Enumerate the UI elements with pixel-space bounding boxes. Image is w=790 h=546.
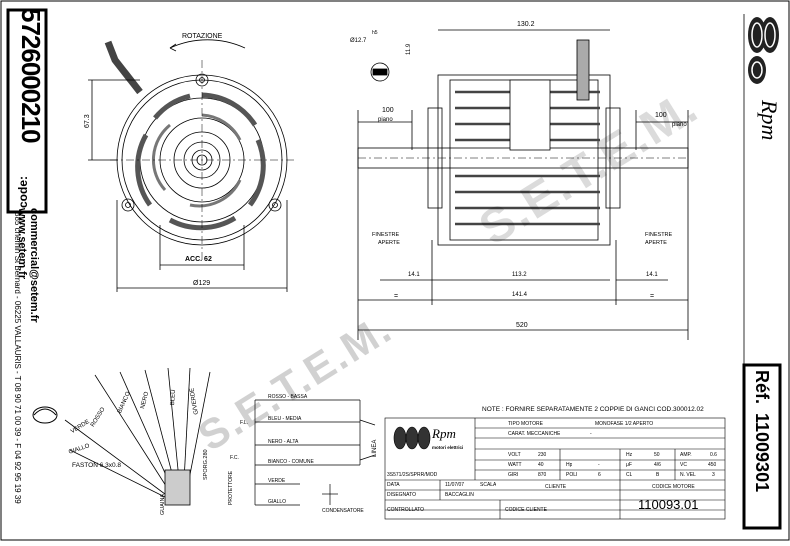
email: commercial@setem.fr xyxy=(28,208,40,323)
tb-brand: Rpm xyxy=(432,426,456,441)
vc-label: VC xyxy=(680,462,687,468)
uf-label: μF xyxy=(626,462,632,468)
rotation-label: ROTAZIONE xyxy=(182,33,223,40)
vel-value: 3 xyxy=(712,472,715,478)
code-label: code: xyxy=(16,175,30,208)
dim-height: 67.3 xyxy=(84,114,91,128)
sheath-label: GUAINA xyxy=(160,493,166,515)
data-value: 11/07/07 xyxy=(445,482,465,488)
uf-value: 4/6 xyxy=(654,462,661,468)
ref-label: Réf. xyxy=(752,370,772,405)
tipo-motore-label: TIPO MOTORE xyxy=(508,421,543,427)
schema-rosso: ROSSO - BASSA xyxy=(268,394,308,400)
watt-label: WATT xyxy=(508,462,522,468)
linea-label: LINEA xyxy=(372,439,378,457)
dim-141-4: 141.4 xyxy=(512,292,528,298)
code-box xyxy=(6,8,48,214)
windows-left-1: FINESTRE xyxy=(372,232,400,238)
tolerance: h5 xyxy=(372,30,378,36)
poli-label: POLI xyxy=(566,472,578,478)
dim-14-1-left: 14.1 xyxy=(408,272,420,278)
dim-520: 520 xyxy=(516,322,528,329)
codice-motore-label: CODICE MOTORE xyxy=(652,484,695,490)
dim-113-2: 113.2 xyxy=(512,272,527,278)
note: NOTE : FORNIRE SEPARATAMENTE 2 COPPIE DI… xyxy=(482,406,704,413)
schema-nero: NERO - ALTA xyxy=(268,439,299,445)
vc-value: 450 xyxy=(708,462,717,468)
flat-left: piano xyxy=(378,117,393,123)
acc-label: ACC. 62 xyxy=(185,256,212,263)
carat-label: CARAT. MECCANICHE xyxy=(508,431,561,437)
cl-label: CL xyxy=(626,472,633,478)
vel-label: N. VEL xyxy=(680,472,696,478)
front-view xyxy=(88,39,295,292)
address: 885 chemin St Bernard - 06225 VALLAURIS … xyxy=(13,212,22,504)
title-block xyxy=(384,417,726,520)
right-shaft-dim: 100 xyxy=(655,112,667,119)
shaft-diameter: Ø12.7 xyxy=(350,38,367,44)
codice-cliente-label: CODICE CLIENTE xyxy=(505,507,547,513)
windows-right-2: APERTE xyxy=(645,240,667,246)
fl-label: F.L. xyxy=(240,420,249,426)
protector-label: PROTETTORE xyxy=(228,470,234,505)
volt-label: VOLT xyxy=(508,452,521,458)
eq-right: = xyxy=(650,293,655,300)
hp-label: Hp xyxy=(566,462,573,468)
schema-verde: VERDE xyxy=(268,478,286,484)
faston-label: FASTON 6.3x0.8 xyxy=(72,462,122,469)
controllato-label: CONTROLLATO xyxy=(387,507,425,513)
windows-right-1: FINESTRE xyxy=(645,232,673,238)
fc-label: F.C. xyxy=(230,455,239,461)
wiring-schema xyxy=(254,399,376,506)
ref-value: 11009301 xyxy=(752,413,772,493)
data-label: DATA xyxy=(387,482,400,488)
watt-value: 40 xyxy=(538,462,544,468)
left-shaft-dim: 100 xyxy=(382,107,394,114)
cliente-label: CLIENTE xyxy=(545,484,567,490)
setem-logo-icon xyxy=(32,406,58,424)
eq-left: = xyxy=(394,293,399,300)
tipo-motore-value: MONOFASE 1/2 APERTO xyxy=(595,421,654,427)
hz-label: Hz xyxy=(626,452,633,458)
key-height: 11.9 xyxy=(406,43,412,55)
dim-14-1-right: 14.1 xyxy=(646,272,658,278)
code-value: 5726000210 xyxy=(16,8,46,143)
schema-bleu: BLEU - MEDIA xyxy=(268,416,302,422)
cl-value: B xyxy=(656,472,660,478)
disegnato-value: BACCAGLIN xyxy=(445,492,474,498)
wire-bundle xyxy=(64,367,211,506)
disegnato-label: DISEGNATO xyxy=(387,492,416,498)
hp-value: - xyxy=(598,462,600,468)
flat-right: piano xyxy=(672,122,687,128)
scala-label: SCALA xyxy=(480,482,497,488)
codice-motore-value: 110093.01 xyxy=(638,497,699,512)
giri-label: GIRI xyxy=(508,472,519,478)
giri-value: 870 xyxy=(538,472,547,478)
side-view xyxy=(357,29,689,340)
windows-left-2: APERTE xyxy=(378,240,400,246)
volt-value: 230 xyxy=(538,452,547,458)
cable-length: SPORG.280 xyxy=(203,449,209,480)
condenser-label: CONDENSATORE xyxy=(322,508,364,514)
schema-giallo: GIALLO xyxy=(268,499,287,505)
poli-value: 6 xyxy=(598,472,601,478)
amp-value: 0.6 xyxy=(710,452,717,458)
overall-width: 130.2 xyxy=(517,21,535,28)
diameter-label: Ø129 xyxy=(193,280,211,287)
tb-brand-sub: motori elettrici xyxy=(432,445,464,450)
carat-value: - xyxy=(590,431,592,437)
wire-bleu: BLEU xyxy=(170,389,178,406)
rpm-logo-icon xyxy=(748,17,779,84)
file-label: 3S571/2S/SPRR/MOD xyxy=(387,472,438,478)
schema-bianco: BIANCO - COMUNE xyxy=(268,459,314,465)
brand-rpm: Rpm xyxy=(757,100,782,141)
hz-value: 50 xyxy=(654,452,660,458)
amp-label: AMP. xyxy=(680,452,692,458)
